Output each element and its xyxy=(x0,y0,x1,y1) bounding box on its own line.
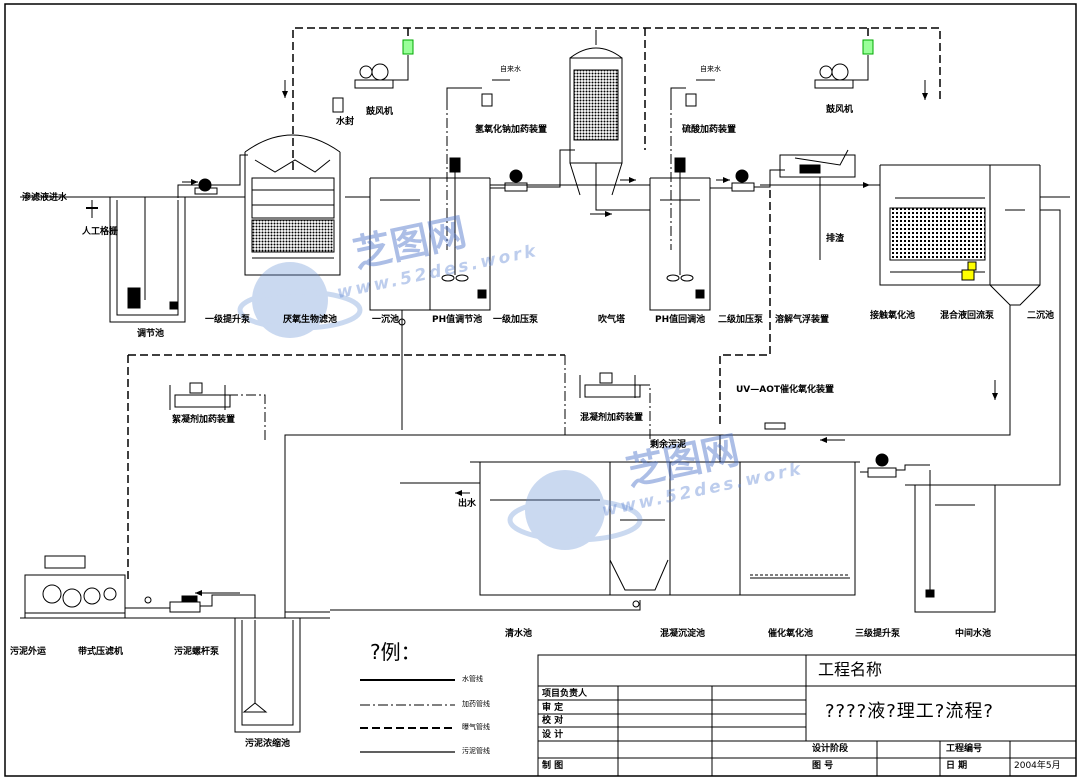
intermediate-tank xyxy=(905,470,1040,613)
label-water-seal: 水封 xyxy=(336,117,355,127)
label-belt-filter-press: 带式压滤机 xyxy=(78,647,124,657)
label-primary-booster-pump: 一级加压泵 xyxy=(493,315,539,325)
label-daf: 溶解气浮装置 xyxy=(775,315,830,325)
label-clear-water-tank: 清水池 xyxy=(505,629,533,639)
blower-left-unit xyxy=(354,63,394,89)
catalytic-oxidation-tank xyxy=(739,462,856,596)
blower-right-unit xyxy=(814,63,854,89)
label-naoh-dosing: 氢氧化钠加药装置 xyxy=(475,125,548,135)
anaerobic-filter xyxy=(244,134,341,276)
watermark-graphics xyxy=(237,262,643,550)
label-contact-oxidation: 接触氧化池 xyxy=(870,311,916,321)
project-no-label: 工程编号 xyxy=(946,744,983,754)
review-label: 审 定 xyxy=(542,703,564,713)
draw-label: 制 图 xyxy=(542,761,564,771)
label-sludge-screw-pump: 污泥螺杆泵 xyxy=(174,647,220,657)
belt-filter-press xyxy=(24,555,126,618)
coagulant-dosing-unit xyxy=(579,372,641,398)
label-discharge: 排渣 xyxy=(826,234,845,244)
label-secondary-settling: 二沉池 xyxy=(1027,311,1055,321)
label-coagulant-dosing: 混凝剂加药装置 xyxy=(580,413,644,423)
label-manual-screen: 人工格栅 xyxy=(82,227,119,237)
label-regulating-tank: 调节池 xyxy=(137,329,165,339)
legend-water-line: 水管线 xyxy=(462,675,483,683)
legend-dosing-line: 加药管线 xyxy=(462,700,490,708)
legend-title: ?例： xyxy=(370,640,421,664)
daf-unit xyxy=(779,149,856,178)
label-primary-settling: 一沉池 xyxy=(372,315,400,325)
drawing-border xyxy=(4,3,1077,777)
label-excess-sludge: 剩余污泥 xyxy=(650,440,687,450)
label-acid-dosing: 硫酸加药装置 xyxy=(682,125,737,135)
label-blower-left: 鼓风机 xyxy=(366,107,394,117)
label-mixed-liquor-pump: 混合液回流泵 xyxy=(940,311,995,321)
ph-return-tank xyxy=(649,178,711,311)
date-value: 2004年5月 xyxy=(1014,761,1061,771)
label-primary-lift-pump: 一级提升泵 xyxy=(205,315,251,325)
drawing-title: ????液?理工?流程? xyxy=(825,701,994,722)
legend-lines xyxy=(360,679,455,753)
label-sludge-export: 污泥外运 xyxy=(10,647,47,657)
label-anaerobic-filter: 厌氧生物滤池 xyxy=(283,315,338,325)
contact-oxidation-tank xyxy=(879,164,1041,306)
label-ph-return-tank: PH值回调池 xyxy=(655,315,706,325)
drawing-no-label: 图 号 xyxy=(812,761,834,771)
project-name-label: 工程名称 xyxy=(818,660,883,679)
label-tertiary-lift-pump: 三级提升泵 xyxy=(855,629,901,639)
check-label: 校 对 xyxy=(542,716,564,726)
label-pac-dosing: 絮凝剂加药装置 xyxy=(172,415,236,425)
uv-aot-unit xyxy=(764,422,786,430)
title-block-grid xyxy=(537,654,1077,777)
label-ph-adjust-tank: PH值调节池 xyxy=(432,315,483,325)
date-label: 日 期 xyxy=(946,761,968,771)
label-stripping-tower: 吹气塔 xyxy=(598,315,626,325)
label-secondary-booster-pump: 二级加压泵 xyxy=(718,315,764,325)
project-lead-label: 项目负责人 xyxy=(542,689,588,699)
legend-aeration-line: 曝气管线 xyxy=(462,723,490,731)
label-outlet: 出水 xyxy=(458,499,477,509)
label-inlet: 渗滤液进水 xyxy=(22,193,68,203)
legend-sludge-line: 污泥管线 xyxy=(462,747,490,755)
design-stage-label: 设计阶段 xyxy=(812,744,849,754)
label-tap-water-1: 自来水 xyxy=(500,65,521,73)
label-intermediate-tank: 中间水池 xyxy=(955,629,992,639)
label-blower-right: 鼓风机 xyxy=(826,105,854,115)
label-uv-aot: UV—AOT催化氧化装置 xyxy=(736,385,835,395)
regulating-tank xyxy=(109,197,186,323)
label-coag-settling: 混凝沉淀池 xyxy=(660,629,706,639)
stripping-tower xyxy=(569,30,623,196)
pac-dosing-unit xyxy=(169,382,231,410)
ph-adjust-tank xyxy=(429,178,491,311)
label-catalytic-oxidation: 催化氧化池 xyxy=(768,629,814,639)
design-label: 设 计 xyxy=(542,730,564,740)
label-sludge-thickener: 污泥浓缩池 xyxy=(245,739,291,749)
label-tap-water-2: 自来水 xyxy=(700,65,721,73)
sludge-thickener xyxy=(234,618,301,733)
